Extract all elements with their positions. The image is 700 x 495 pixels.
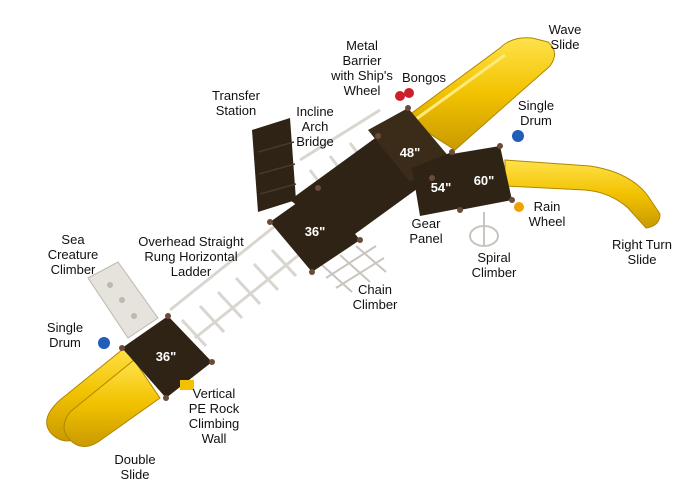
- deck-60-label: 60": [474, 173, 495, 188]
- label-single-drum-top: Single Drum: [517, 98, 555, 128]
- bongos-object: [395, 88, 414, 101]
- deck-54: [412, 152, 462, 216]
- label-rain-wheel: Rain Wheel: [528, 199, 566, 229]
- label-sea-creature-climber: Sea Creature Climber: [47, 232, 99, 277]
- sea-creature-climber: [87, 261, 159, 339]
- overhead-ladder: [169, 220, 306, 348]
- label-transfer-station: Transfer Station: [212, 88, 260, 118]
- label-single-drum-left: Single Drum: [46, 320, 84, 350]
- deck-36-left-label: 36": [156, 349, 177, 364]
- wave-slide: [404, 37, 555, 151]
- rock-wall-accent: [180, 380, 194, 390]
- label-metal-barrier: Metal Barrier with Ship's Wheel: [331, 38, 393, 98]
- deck-60: [452, 146, 512, 210]
- label-incline-arch-bridge: Incline Arch Bridge: [296, 104, 334, 149]
- deck-54-label: 54": [431, 180, 452, 195]
- label-overhead-ladder: Overhead Straight Rung Horizontal Ladder: [138, 234, 244, 279]
- drum-top: [512, 130, 524, 142]
- label-vertical-pe-rock: Vertical PE Rock Climbing Wall: [188, 386, 240, 446]
- label-gear-panel: Gear Panel: [409, 216, 443, 246]
- deck-36-left: [122, 316, 212, 398]
- chain-climber: [321, 245, 387, 293]
- label-right-turn-slide: Right Turn Slide: [612, 237, 672, 267]
- rain-wheel-object: [514, 202, 524, 212]
- label-spiral-climber: Spiral Climber: [471, 250, 517, 280]
- label-double-slide: Double Slide: [114, 452, 156, 482]
- label-bongos: Bongos: [401, 70, 447, 85]
- right-turn-slide: [504, 159, 661, 229]
- deck-48-label: 48": [400, 145, 421, 160]
- spiral-climber: [469, 212, 499, 247]
- label-wave-slide: Wave Slide: [548, 22, 582, 52]
- transfer-station: [252, 118, 297, 212]
- deck-36-center: [270, 188, 360, 272]
- drum-left: [98, 337, 110, 349]
- label-chain-climber: Chain Climber: [352, 282, 398, 312]
- deck-36-center-label: 36": [305, 224, 326, 239]
- double-slide: [46, 344, 161, 447]
- deck-posts: [119, 105, 515, 401]
